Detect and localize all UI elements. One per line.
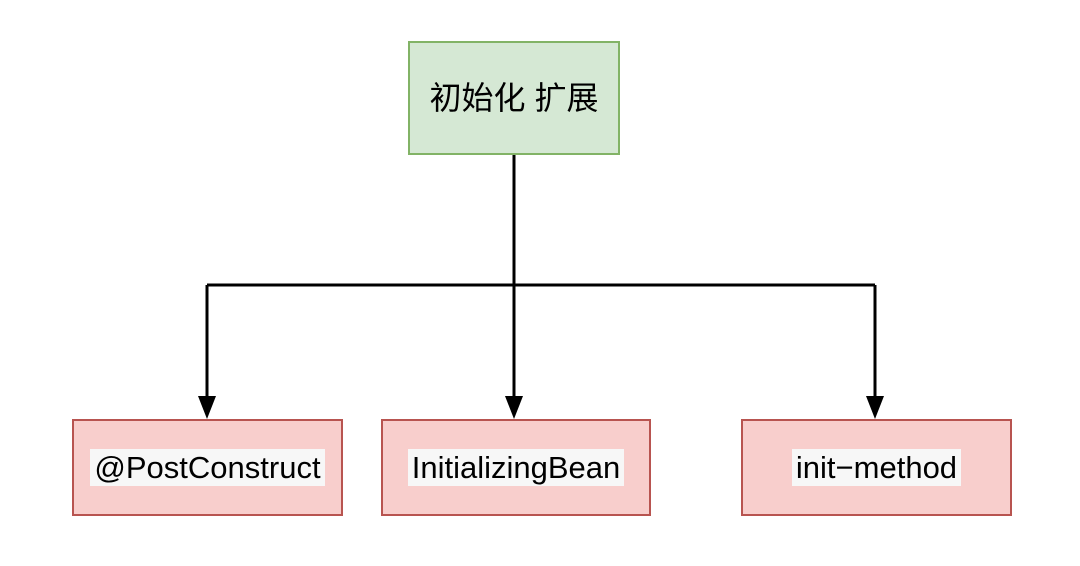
node-root-label: 初始化 扩展 (429, 79, 599, 116)
node-root-initialization-extension[interactable]: 初始化 扩展 (408, 41, 620, 155)
node-post-construct[interactable]: @PostConstruct (72, 419, 343, 516)
node-init-method-label: init−method (791, 448, 962, 487)
arrowhead-initializing-bean (505, 396, 523, 419)
arrowhead-post-construct (198, 396, 216, 419)
arrowhead-init-method (866, 396, 884, 419)
node-post-construct-label: @PostConstruct (90, 448, 325, 487)
node-init-method[interactable]: init−method (741, 419, 1012, 516)
node-initializing-bean-label: InitializingBean (407, 448, 625, 487)
node-initializing-bean[interactable]: InitializingBean (381, 419, 651, 516)
